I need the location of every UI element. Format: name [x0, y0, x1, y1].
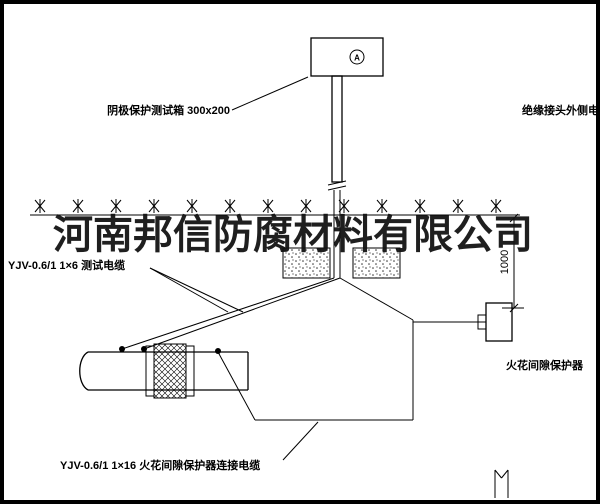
test-cable-run-2 [143, 277, 341, 350]
spark-gap-label: 火花间隙保护器 [506, 358, 584, 372]
pipe-left-cap [79, 351, 89, 391]
connection-cable-riser [217, 351, 256, 421]
test-cable-label: YJV-0.6/1 1×6 测试电缆 [8, 258, 125, 272]
test-box-label: 阴极保护测试箱 300x200 [107, 103, 230, 117]
leader-lines [149, 76, 319, 461]
spark-gap-protector [477, 302, 513, 342]
flange-plate-right [185, 345, 195, 397]
break-mark [327, 185, 347, 191]
dimension-1000: 1000 [499, 213, 524, 313]
concrete-block-left [282, 247, 331, 279]
test-cable-leader-2 [149, 267, 244, 313]
protector-terminal [477, 314, 487, 330]
protector-feed [339, 277, 414, 321]
weld-point [215, 348, 221, 354]
riser-symbol-bottom-right [494, 469, 509, 498]
anchor-blocks [282, 247, 401, 279]
test-box: A [310, 37, 384, 77]
riser-conduit [327, 75, 347, 278]
company-watermark: 河南邦信防腐材料有限公司 [53, 211, 533, 258]
break-mark [327, 180, 347, 186]
cables [121, 277, 486, 421]
outer-cable-label: 绝缘接头外侧电缆 [522, 103, 600, 117]
dimension-tick-top [509, 213, 519, 223]
concrete-block-right [352, 247, 401, 279]
riser-symbol-chevron [501, 469, 509, 479]
pipeline [79, 343, 249, 399]
test-cable-run-1 [121, 277, 335, 350]
flange-plate-left [145, 345, 155, 397]
test-cable-leader-1 [149, 267, 229, 313]
riser-symbol-chevron [494, 469, 502, 479]
weld-point [119, 346, 125, 352]
connection-cable-leader [282, 421, 319, 461]
ammeter-letter: A [354, 54, 360, 63]
dimension-value: 1000 [499, 250, 511, 274]
test-box-leader [231, 76, 309, 111]
ammeter-circle [349, 49, 365, 65]
riser-casing [331, 75, 343, 183]
ground-line [30, 198, 520, 216]
connection-cable-label: YJV-0.6/1 1×16 火花间隙保护器连接电缆 [60, 458, 260, 472]
weld-point [141, 346, 147, 352]
test-box-outline [310, 37, 384, 77]
ground-mark [34, 198, 46, 214]
insulating-joint [153, 343, 187, 399]
protector-body [485, 302, 513, 342]
